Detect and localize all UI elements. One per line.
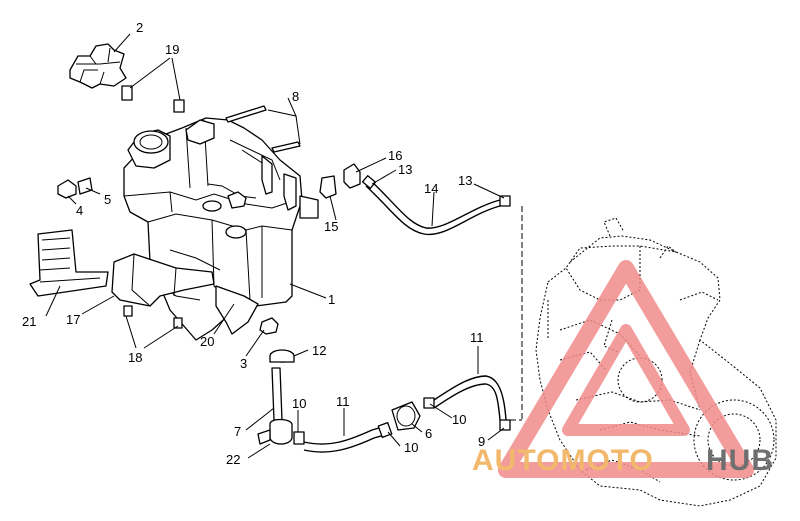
clamp-13-right — [499, 195, 511, 207]
callout-17: 17 — [66, 312, 80, 327]
nut-3 — [259, 317, 279, 335]
callout-14: 14 — [424, 181, 438, 196]
callout-1: 1 — [328, 292, 335, 307]
callout-18: 18 — [128, 350, 142, 365]
watermark-text-automoto: AUTOMOTO — [472, 444, 654, 477]
pad-21 — [29, 229, 109, 297]
watermark-logo-triangle — [498, 260, 754, 478]
callout-20: 20 — [200, 334, 214, 349]
sensor-15 — [319, 175, 337, 199]
callout-3: 3 — [240, 356, 247, 371]
coolant-tank — [111, 117, 319, 341]
callout-15: 15 — [324, 219, 338, 234]
callout-5: 5 — [104, 192, 111, 207]
callout-9: 9 — [478, 434, 485, 449]
callout-22: 22 — [226, 452, 240, 467]
filler-cap — [69, 43, 127, 89]
callout-8: 8 — [292, 89, 299, 104]
screw-18-left — [123, 305, 133, 317]
bolt-19-left — [121, 85, 133, 101]
filter-6 — [391, 401, 421, 431]
connection-dashed-line — [510, 206, 523, 421]
clamp-10-right — [423, 397, 435, 409]
callout-16: 16 — [388, 148, 402, 163]
clamp-10-middle — [377, 422, 393, 438]
callout-10-left: 10 — [292, 396, 306, 411]
clamp-13-left — [361, 175, 377, 189]
callout-19: 19 — [165, 42, 179, 57]
bolt-19-right — [173, 99, 185, 113]
strip-8-upper — [225, 105, 267, 123]
callout-6: 6 — [425, 426, 432, 441]
spacer-5 — [77, 177, 93, 195]
callout-11-lower: 11 — [336, 394, 350, 409]
callout-4: 4 — [76, 203, 83, 218]
hose-14 — [365, 179, 501, 236]
leader-lines — [45, 33, 505, 459]
callout-12: 12 — [312, 343, 326, 358]
tee-fitting-22 — [257, 418, 293, 445]
watermark-text: AUTOMOTO HUB — [472, 444, 774, 477]
grommet-12 — [269, 349, 295, 363]
clamp-10-left — [293, 431, 305, 445]
callout-10-right: 10 — [452, 412, 466, 427]
callout-13-right: 13 — [458, 173, 472, 188]
watermark-text-hub: HUB — [706, 444, 774, 477]
callout-13-left: 13 — [398, 162, 412, 177]
callout-labels: 2 19 8 5 4 1 21 17 18 20 3 12 15 16 13 1… — [22, 20, 485, 467]
callout-2: 2 — [136, 20, 143, 35]
callout-7: 7 — [234, 424, 241, 439]
callout-10-bottom: 10 — [404, 440, 418, 455]
strip-8-lower — [271, 141, 301, 153]
hose-11-upper — [433, 375, 507, 421]
callout-21: 21 — [22, 314, 36, 329]
hose-11-lower — [303, 425, 389, 453]
callout-11-upper: 11 — [470, 330, 484, 345]
fitting-9 — [499, 419, 511, 431]
dipstick-7 — [271, 367, 283, 421]
fitting-16 — [343, 163, 361, 189]
screw-18-right — [173, 317, 183, 329]
bolt-4 — [57, 179, 77, 199]
